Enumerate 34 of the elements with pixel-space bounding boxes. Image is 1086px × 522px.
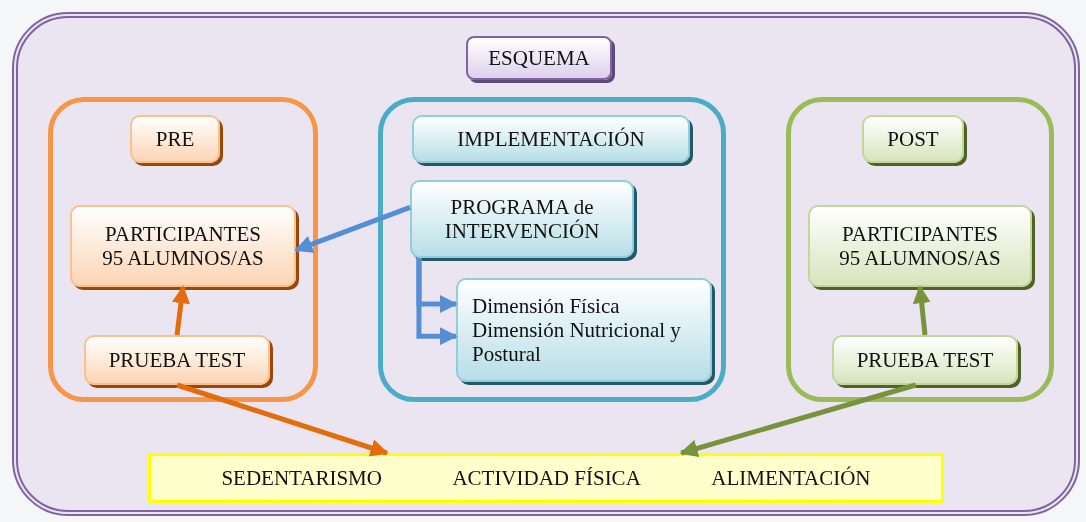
arrow: [912, 285, 931, 336]
box-label: PRUEBA TEST: [856, 347, 994, 373]
category-label: ALIMENTACIÓN: [711, 465, 871, 491]
group-panel: [48, 97, 318, 402]
process-box: [70, 205, 296, 287]
category-bar: [148, 453, 944, 503]
category-label: SEDENTARISMO: [221, 465, 382, 491]
arrow: [416, 258, 458, 346]
outer-frame: [12, 12, 1080, 516]
box-label: IMPLEMENTACIÓN: [457, 126, 645, 152]
group-panel: [378, 97, 726, 402]
box-label: PROGRAMA de INTERVENCIÓN: [443, 194, 601, 244]
title-box: [466, 36, 612, 80]
box-label: Dimensión Física: [472, 293, 620, 318]
box-label: PARTICIPANTES 95 ALUMNOS/AS: [838, 221, 1002, 271]
box-label: PRUEBA TEST: [108, 347, 246, 373]
process-box: [808, 205, 1032, 287]
process-box: [456, 278, 712, 382]
arrow: [172, 285, 190, 336]
process-box: [84, 335, 270, 385]
box-label: ESQUEMA: [488, 45, 590, 71]
process-box: [412, 115, 690, 163]
box-label: PARTICIPANTES 95 ALUMNOS/AS: [101, 221, 265, 271]
process-box: [832, 335, 1018, 385]
group-panel: [786, 97, 1054, 402]
box-label: PRE: [155, 126, 195, 152]
category-label: ACTIVIDAD FÍSICA: [452, 465, 641, 491]
process-box: [130, 115, 220, 163]
box-label: Dimensión Nutricional y Postural: [472, 317, 682, 367]
arrow: [294, 204, 411, 253]
process-box: [862, 115, 964, 163]
arrow: [679, 382, 917, 458]
box-label: POST: [887, 126, 939, 152]
process-box: [410, 180, 634, 258]
